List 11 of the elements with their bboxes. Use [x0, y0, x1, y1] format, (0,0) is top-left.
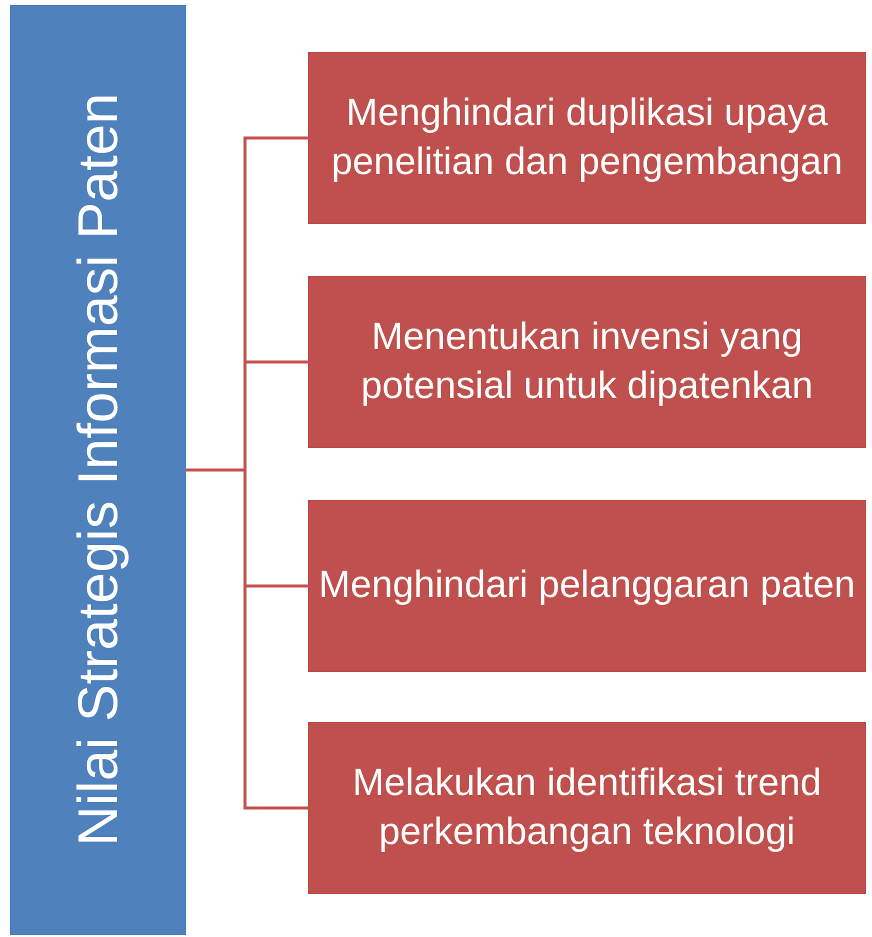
title-bar: [10, 5, 186, 935]
connector-line: [186, 468, 308, 810]
process-box: [308, 52, 866, 224]
box-text: Menghindari duplikasi upaya penelitian dan pengembangan: [330, 90, 844, 185]
box-text: Melakukan identifikasi trend perkembangan teknologi: [352, 760, 822, 855]
process-box: [308, 276, 866, 448]
box-text: Menghindari pelanggaran paten: [318, 563, 856, 608]
vertical-heading: Nilai Strategis Informasi Paten: [66, 93, 130, 847]
box-text: Menentukan invensi yang potensial untuk dipatenkan: [360, 314, 814, 409]
process-box: [308, 722, 866, 894]
process-box: [308, 500, 866, 672]
